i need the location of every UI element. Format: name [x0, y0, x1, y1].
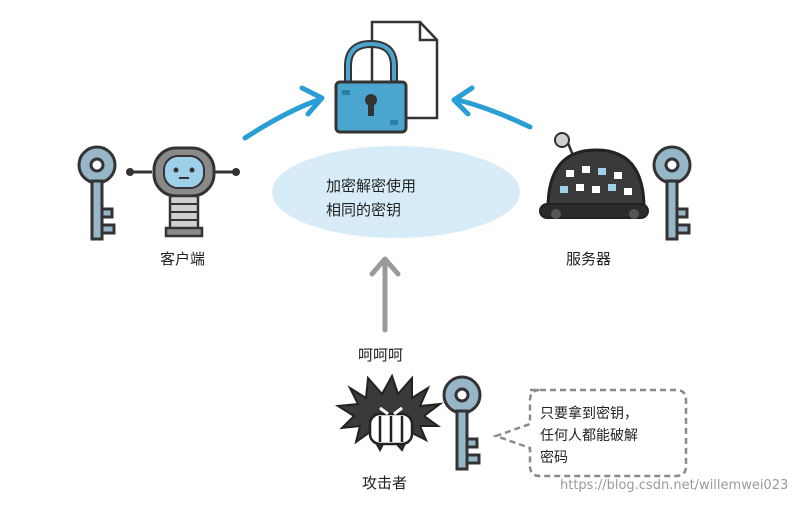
dome-robot-icon — [539, 132, 649, 219]
arrow-attacker-up — [369, 256, 401, 333]
padlock-icon — [334, 39, 408, 134]
attacker-key-icon — [442, 375, 482, 471]
spiky-villain-icon — [334, 373, 444, 453]
robot-icon — [126, 146, 240, 238]
center-caption-line1: 加密解密使用 — [326, 177, 417, 195]
center-caption-line2: 相同的密钥 — [326, 201, 402, 219]
server-label: 服务器 — [566, 250, 612, 268]
watermark: https://blog.csdn.net/willemwei023 — [560, 478, 789, 493]
shared-key-ellipse — [272, 146, 520, 238]
arrow-client-to-lock — [242, 85, 325, 141]
center-caption: 加密解密使用 相同的密钥 — [326, 174, 496, 222]
speech-line1: 只要拿到密钥， — [540, 406, 638, 422]
attacker-sound-label: 呵呵呵 — [358, 346, 404, 364]
speech-line3: 密码 — [540, 450, 568, 466]
arrow-server-to-lock — [451, 85, 533, 130]
attacker-label: 攻击者 — [362, 474, 408, 492]
client-label: 客户端 — [160, 250, 206, 268]
speech-bubble-text: 只要拿到密钥， 任何人都能破解 密码 — [540, 403, 680, 469]
server-key-icon — [652, 145, 692, 241]
client-key-icon — [77, 145, 117, 241]
speech-line2: 任何人都能破解 — [540, 428, 638, 444]
speech-bubble — [492, 388, 688, 478]
